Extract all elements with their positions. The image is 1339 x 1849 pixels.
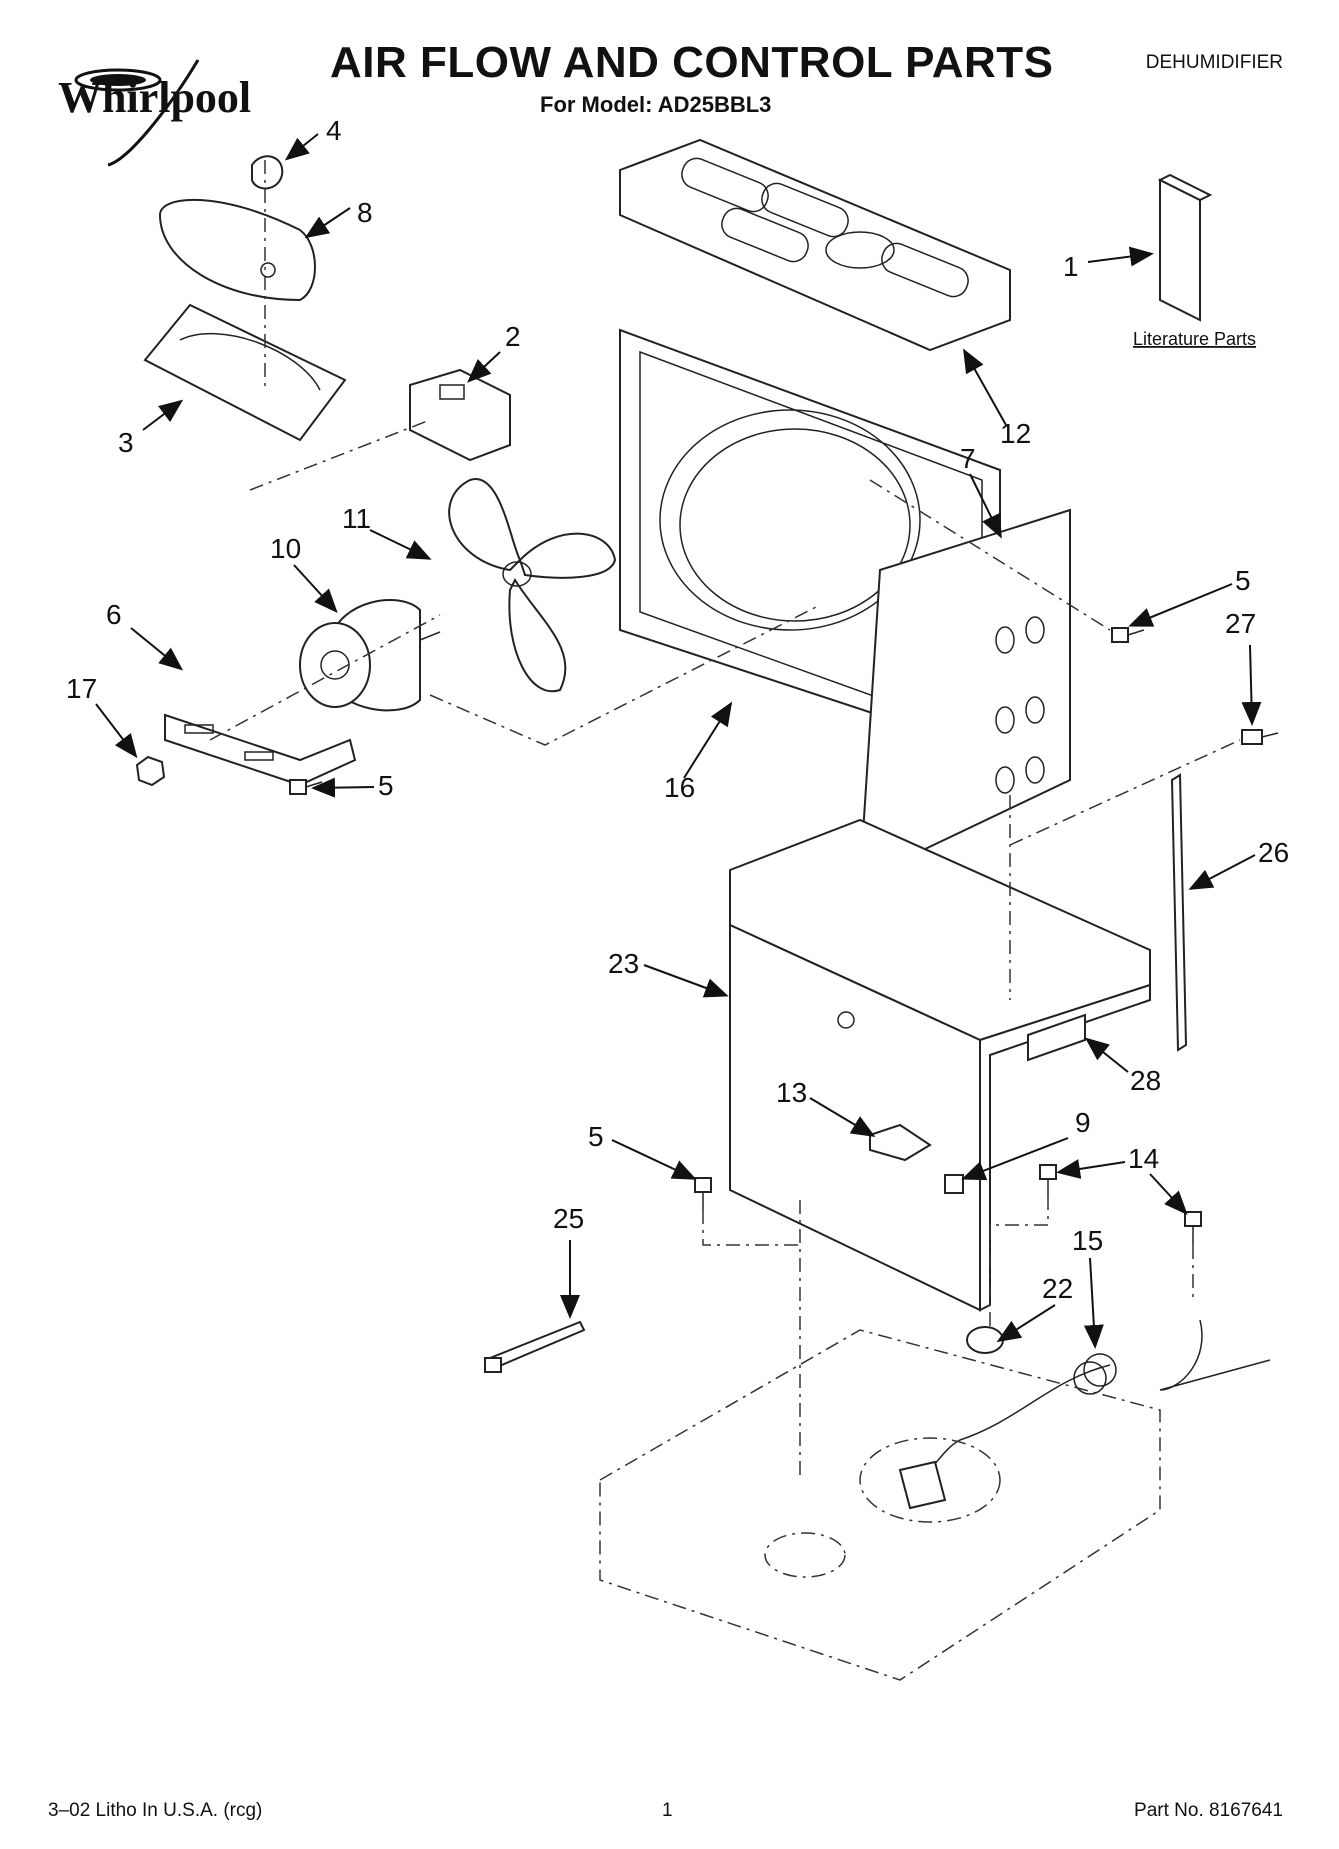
callout-6: 6 bbox=[106, 599, 122, 630]
callout-26: 26 bbox=[1258, 837, 1289, 868]
callout-5-right: 5 bbox=[1235, 565, 1251, 596]
part-control-panel bbox=[158, 198, 316, 302]
model-line: For Model: AD25BBL3 bbox=[540, 92, 772, 117]
part-power-cord bbox=[898, 1319, 1271, 1510]
callout-28: 28 bbox=[1130, 1065, 1161, 1096]
callout-23: 23 bbox=[608, 948, 639, 979]
callout-13: 13 bbox=[776, 1077, 807, 1108]
part-switch bbox=[409, 368, 511, 462]
callout-16: 16 bbox=[664, 772, 695, 803]
part-screw-27 bbox=[1241, 729, 1279, 745]
callout-27: 27 bbox=[1225, 608, 1256, 639]
literature-parts-label: Literature Parts bbox=[1133, 329, 1256, 349]
callout-3: 3 bbox=[118, 427, 134, 458]
part-motor-bracket bbox=[164, 713, 357, 787]
part-base-pan bbox=[599, 1329, 1161, 1681]
page-number: 1 bbox=[662, 1800, 673, 1821]
part-top-cover bbox=[619, 138, 1011, 352]
callout-25: 25 bbox=[553, 1203, 584, 1234]
callout-17: 17 bbox=[66, 673, 97, 704]
part-control-housing bbox=[143, 303, 347, 442]
part-fan-motor bbox=[299, 599, 441, 712]
part-literature bbox=[1157, 173, 1213, 322]
callout-14: 14 bbox=[1128, 1143, 1159, 1174]
callout-15: 15 bbox=[1072, 1225, 1103, 1256]
callout-8: 8 bbox=[357, 197, 373, 228]
part-tie-strap bbox=[483, 1320, 586, 1373]
part-clip-9 bbox=[944, 1174, 964, 1194]
part-number: Part No. 8167641 bbox=[1134, 1800, 1283, 1821]
assembly-lines bbox=[209, 160, 1241, 1480]
whirlpool-logo: Whirlpool bbox=[48, 50, 288, 170]
callout-22: 22 bbox=[1042, 1273, 1073, 1304]
part-sensor bbox=[869, 1123, 932, 1162]
callout-2: 2 bbox=[505, 321, 521, 352]
callout-5-motor: 5 bbox=[378, 770, 394, 801]
footer-print-info: 3–02 Litho In U.S.A. (rcg) bbox=[48, 1800, 263, 1821]
category-label: DEHUMIDIFIER bbox=[1145, 52, 1283, 73]
part-nut bbox=[135, 755, 166, 787]
part-screw bbox=[289, 627, 1145, 1210]
callout-4: 4 bbox=[326, 115, 342, 146]
callout-10: 10 bbox=[270, 533, 301, 564]
part-partition-panel bbox=[858, 508, 1071, 882]
part-clamp bbox=[966, 1326, 1004, 1354]
callout-11: 11 bbox=[342, 503, 371, 534]
callout-7: 7 bbox=[960, 443, 976, 474]
part-screw-14 bbox=[1039, 1164, 1202, 1245]
callout-5-cabinet: 5 bbox=[588, 1121, 604, 1152]
callout-1: 1 bbox=[1063, 251, 1079, 282]
part-fan-blade bbox=[448, 478, 617, 693]
part-drain-rod bbox=[1170, 773, 1188, 1052]
callout-9: 9 bbox=[1075, 1107, 1091, 1138]
svg-text:Whirlpool: Whirlpool bbox=[58, 73, 251, 122]
page-title: AIR FLOW AND CONTROL PARTS bbox=[330, 38, 1054, 87]
leader-arrows bbox=[95, 133, 1262, 1349]
part-knob bbox=[251, 155, 284, 190]
